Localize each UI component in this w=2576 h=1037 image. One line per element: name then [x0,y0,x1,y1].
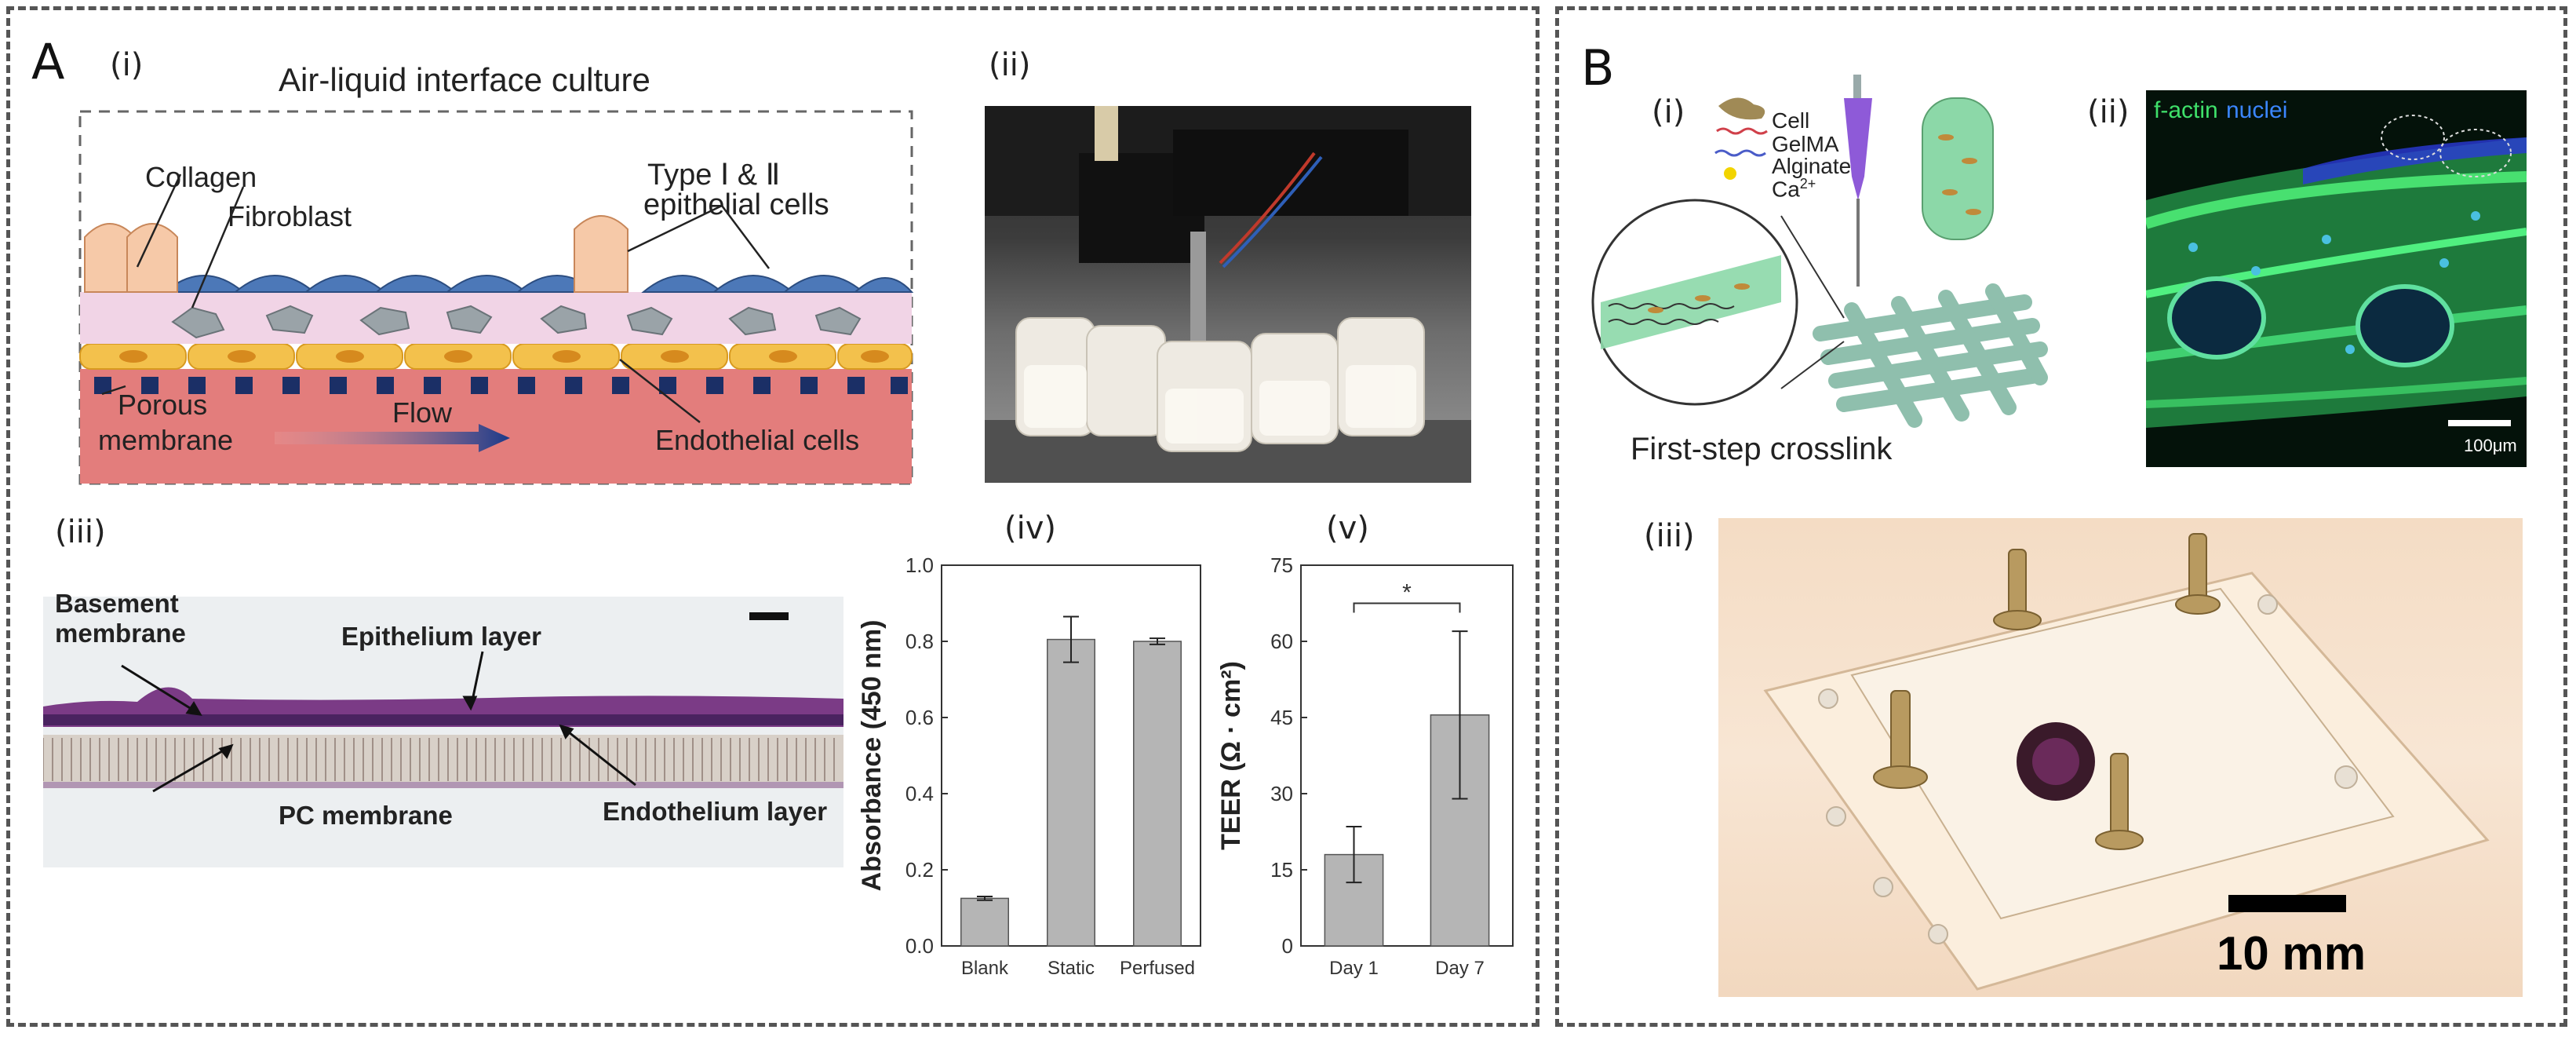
absorbance-ytick-label: 0.6 [905,706,934,729]
teer-xtick-label: Day 1 [1329,958,1379,979]
label-type-cells-1: Type Ⅰ & Ⅱ [647,159,781,192]
panel-a-iii-label: (iii) [55,514,106,550]
air-liquid-schematic [78,110,914,487]
absorbance-xtick-label: Static [1048,958,1095,979]
teer-ylabel: TEER (Ω · cm²) [1216,661,1246,850]
legend-ca: Ca2+ [1772,176,1816,202]
absorbance-ytick-label: 0.2 [905,858,934,882]
crosslink-schematic [1585,75,2103,444]
absorbance-xtick-label: Blank [961,958,1009,979]
panel-b-iii-label: (iii) [1644,518,1695,554]
histology-image [43,597,843,867]
label-epithelium: Epithelium layer [341,622,541,651]
absorbance-bar [1133,641,1182,947]
label-basement-2: membrane [55,619,186,648]
fluorescence-image [2146,90,2527,467]
fluorescence-scale-label: 100μm [2464,436,2517,455]
teer-ytick-label: 75 [1270,553,1293,577]
label-pc-membrane: PC membrane [279,801,453,830]
label-type-cells-2: epithelial cells [643,188,829,221]
teer-ytick-label: 15 [1270,858,1293,882]
absorbance-ytick-label: 0.4 [905,782,934,805]
label-flow: Flow [392,396,453,429]
legend-alginate: Alginate [1772,154,1852,178]
teer-ytick-label: 30 [1270,782,1293,805]
teer-ytick-label: 60 [1270,630,1293,653]
legend-ca-text: Ca [1772,177,1800,202]
teer-significance-mark: * [1402,580,1412,606]
device-scale-label: 10 mm [2217,927,2366,980]
teer-ytick-label: 45 [1270,706,1293,729]
teer-plot-frame [1300,564,1514,947]
teer-significance-bracket [1353,602,1461,613]
label-endothelium: Endothelium layer [603,797,828,826]
panel-a-ii-label: (ii) [989,47,1031,83]
schematic-title: Air-liquid interface culture [279,61,650,98]
absorbance-bar [960,897,1009,947]
legend-ca-sup: 2+ [1799,176,1816,192]
device-photo [1718,518,2523,997]
label-porous-2: membrane [98,424,234,456]
label-porous-1: Porous [118,389,208,421]
panel-a [6,6,1539,1027]
bioprinter-photo [985,106,1471,483]
legend-gelma: GelMA [1772,132,1839,156]
absorbance-bar [1047,638,1095,947]
absorbance-ytick-label: 1.0 [905,553,934,577]
teer-xtick-label: Day 7 [1435,958,1485,979]
panel-a-iv-label: (iv) [1004,510,1056,546]
panel-b-letter: B [1581,39,1615,97]
absorbance-ytick-label: 0.0 [905,934,934,958]
panel-a-i-label: (i) [110,47,144,83]
label-collagen: Collagen [145,161,257,193]
panel-a-v-label: (v) [1326,510,1369,546]
label-basement-1: Basement [55,589,179,618]
panel-b [1555,6,2567,1027]
label-endothelial: Endothelial cells [655,424,860,456]
absorbance-ylabel: Absorbance (450 nm) [857,620,887,892]
panel-a-letter: A [31,33,65,90]
absorbance-xtick-label: Perfused [1120,958,1195,979]
label-fibroblast: Fibroblast [228,200,352,232]
panel-b-i-label: (i) [1652,94,1685,130]
stain-f-actin: f-actin [2154,97,2218,123]
teer-ytick-label: 0 [1282,934,1293,958]
legend-cell: Cell [1772,108,1810,133]
stain-nuclei: nuclei [2226,97,2288,123]
crosslink-caption: First-step crosslink [1630,432,1893,466]
panel-b-ii-label: (ii) [2087,94,2130,130]
absorbance-ytick-label: 0.8 [905,630,934,653]
